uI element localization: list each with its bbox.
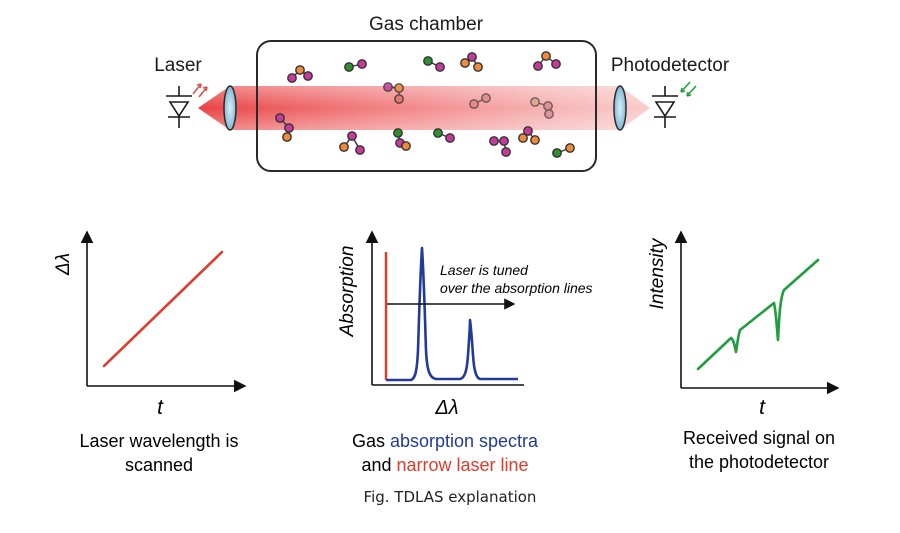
panel-received-signal: Intensity t Received signal on the photo… <box>647 230 840 472</box>
laser-label: Laser <box>154 55 202 76</box>
caption-word-and: and <box>361 455 391 475</box>
caption-narrow-laser-line: narrow laser line <box>397 455 529 475</box>
molecule-triatomic-8 <box>393 128 411 151</box>
molecule-triatomic-9 <box>489 136 511 157</box>
molecule-diatomic-3 <box>469 93 491 109</box>
caption-line-2: scanned <box>125 455 193 475</box>
caption-line-1: Received signal on <box>683 428 835 448</box>
y-axis-label: Intensity <box>647 237 668 309</box>
gas-chamber-setup: Gas chamber Laser <box>154 14 730 172</box>
tuning-annotation-line-2: over the absorption lines <box>440 280 593 296</box>
gas-chamber-label: Gas chamber <box>369 14 484 35</box>
molecule-triatomic-6 <box>275 113 294 142</box>
molecule-triatomic-2 <box>460 52 483 72</box>
molecule-diatomic-2 <box>423 56 445 72</box>
wavelength-ramp-line <box>102 250 224 368</box>
caption-line-1: Gas absorption spectra <box>352 431 539 451</box>
x-axis-label: t <box>759 396 766 419</box>
caption-absorption-spectra: absorption spectra <box>390 431 539 451</box>
panel-wavelength-scan: Δλ t Laser wavelength is scanned <box>53 230 247 475</box>
molecule-triatomic-1 <box>287 65 313 83</box>
photodetector-icon <box>652 81 697 128</box>
gas-chamber-box <box>256 40 597 172</box>
molecule-diatomic-5 <box>552 143 575 158</box>
laser-diode-icon <box>166 83 208 128</box>
detector-lens <box>613 85 627 131</box>
caption-line-2: the photodetector <box>689 452 829 472</box>
received-signal-curve <box>696 258 820 371</box>
molecule-triatomic-5 <box>530 97 554 119</box>
x-axis-label: Δλ <box>434 397 458 419</box>
x-axis-label: t <box>157 396 164 419</box>
molecule-triatomic-4 <box>383 82 404 104</box>
molecule-triatomic-10 <box>518 126 540 145</box>
molecule-diatomic-4 <box>433 128 455 143</box>
molecule-diatomic-1 <box>344 59 367 72</box>
figure-caption: Fig. TDLAS explanation <box>363 488 537 506</box>
panel-absorption-spectra: Laser is tuned over the absorption lines… <box>337 230 593 475</box>
y-axis-label: Δλ <box>53 253 74 276</box>
caption-word-gas: Gas <box>352 431 385 451</box>
laser-lens <box>223 85 237 131</box>
gas-molecules <box>275 51 575 158</box>
tuning-annotation-line-1: Laser is tuned <box>440 262 529 278</box>
absorption-spectrum-curve <box>386 246 518 382</box>
photodetector-label: Photodetector <box>611 55 730 76</box>
y-axis-label: Absorption <box>337 246 358 338</box>
molecule-triatomic-3 <box>533 51 561 71</box>
caption-line-2: and narrow laser line <box>361 455 528 475</box>
laser-beam <box>198 86 650 130</box>
caption-line-1: Laser wavelength is <box>79 431 238 451</box>
molecule-triatomic-7 <box>339 131 365 155</box>
